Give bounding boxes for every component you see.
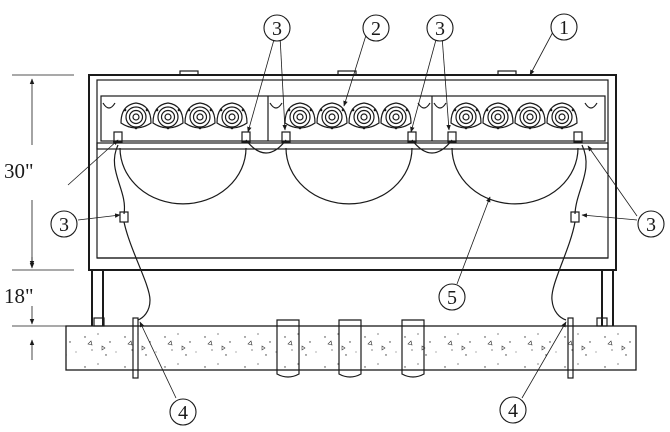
meter-assembly (514, 102, 546, 130)
svg-text:4: 4 (178, 402, 188, 424)
svg-text:4: 4 (508, 400, 518, 422)
callout-4-left: 4 (169, 398, 197, 426)
callout-5: 5 (438, 283, 466, 311)
meter-assembly (120, 102, 152, 130)
meter-assembly (316, 102, 348, 130)
meter-assembly (546, 102, 578, 130)
dimension-30in: 30" (4, 159, 34, 183)
meter-assembly (284, 102, 316, 130)
meter-assembly (450, 102, 482, 130)
callout-3-left: 3 (50, 210, 78, 238)
callout-3-top-right: 3 (426, 14, 454, 42)
ground-wires (113, 144, 587, 321)
svg-text:5: 5 (447, 287, 457, 309)
svg-text:3: 3 (435, 18, 445, 40)
cabinet (88, 70, 617, 271)
meter-assembly (216, 102, 248, 130)
callout-3-right: 3 (637, 210, 665, 238)
svg-text:3: 3 (646, 214, 656, 236)
concrete-base (65, 317, 637, 379)
meter-assembly (348, 102, 380, 130)
callout-2: 2 (362, 14, 390, 42)
leader-lines (67, 29, 638, 399)
dimension-18in: 18" (4, 284, 34, 308)
lug-connectors (113, 131, 583, 223)
svg-text:3: 3 (272, 18, 282, 40)
meter-assembly (482, 102, 514, 130)
callout-1: 1 (550, 13, 578, 41)
svg-text:2: 2 (371, 18, 381, 40)
svg-text:3: 3 (59, 214, 69, 236)
dimension-lines (12, 74, 74, 360)
cable-loops (119, 139, 579, 205)
svg-text:1: 1 (559, 17, 569, 39)
meter-assembly (152, 102, 184, 130)
meter-assembly (184, 102, 216, 130)
meter-assemblies (120, 102, 578, 130)
callout-4-right: 4 (499, 396, 527, 424)
legs (91, 270, 614, 327)
panel-slots (102, 102, 598, 109)
callout-3-top-left: 3 (263, 14, 291, 42)
meter-assembly (380, 102, 412, 130)
